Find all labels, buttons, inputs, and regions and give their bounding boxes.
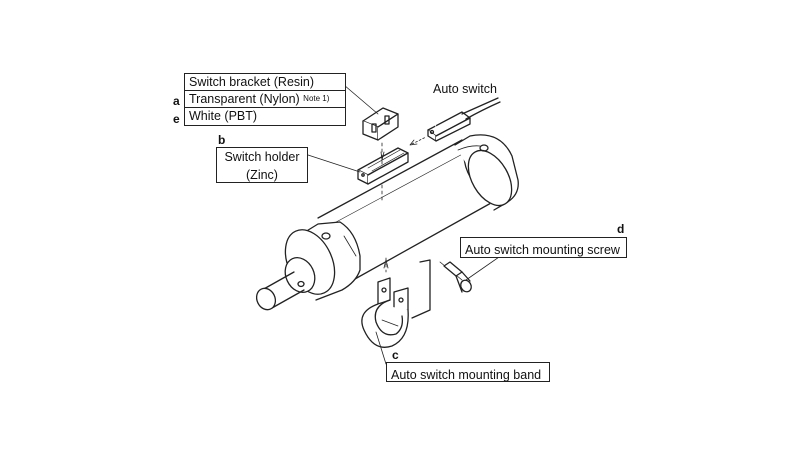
auto-switch-label: Auto switch [433,82,497,96]
rear-end-cap [454,134,519,211]
switch-holder-label-box: Switch holder (Zinc) [216,147,308,183]
mounting-band-label-box: Auto switch mounting band [386,362,550,382]
letter-d: d [617,222,625,236]
switch-holder-material: (Zinc) [246,167,278,182]
mounting-band-label: Auto switch mounting band [391,368,542,382]
switch-bracket-part [362,107,399,141]
mounting-screw-part [439,261,472,293]
letter-e: e [173,112,180,126]
white-pbt-label: White (PBT) [189,109,258,123]
rod-nose [255,256,316,311]
hex-key [411,259,431,319]
cylinder-tube [317,139,501,285]
switch-holder-label: Switch holder [224,150,300,164]
mounting-band-part [361,277,409,348]
mounting-screw-label: Auto switch mounting screw [465,243,620,257]
transparent-nylon-label: Transparent (Nylon) [189,92,300,106]
note-reference: Note 1) [303,94,330,103]
letter-b: b [218,133,226,147]
letter-a: a [173,94,180,108]
letter-c: c [392,348,399,362]
mounting-screw-label-box: Auto switch mounting screw [460,237,627,258]
switch-bracket-table: Switch bracket (Resin) Transparent (Nylo… [184,73,346,126]
switch-bracket-label: Switch bracket (Resin) [185,74,345,91]
auto-switch-part [409,97,501,146]
switch-holder-part [357,147,409,185]
transparent-nylon-row: Transparent (Nylon) Note 1) [185,91,345,108]
